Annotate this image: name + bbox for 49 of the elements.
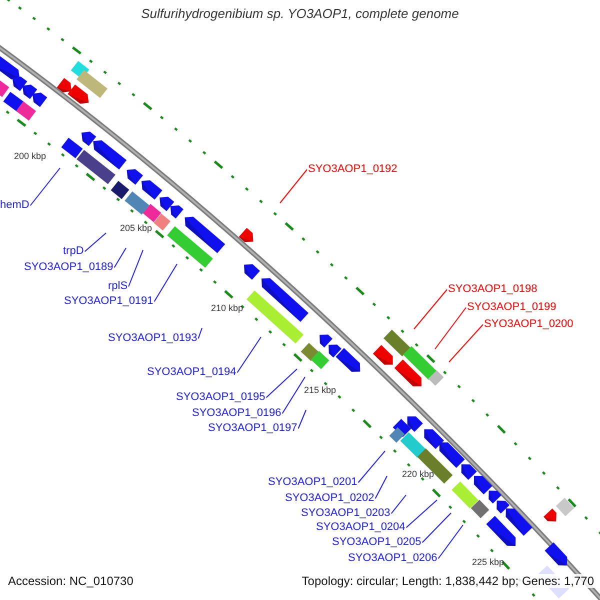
gene-label: trpD bbox=[63, 245, 84, 258]
gene-label: SYO3AOP1_0196 bbox=[192, 407, 282, 420]
gene-label: SYO3AOP1_0198 bbox=[448, 283, 538, 296]
gene-label: SYO3AOP1_0189 bbox=[24, 261, 114, 274]
gene-label: rplS bbox=[108, 280, 128, 293]
leader-line bbox=[434, 307, 466, 350]
accession-note: Accession: NC_010730 bbox=[8, 574, 134, 588]
gene-label: SYO3AOP1_0205 bbox=[332, 536, 422, 549]
leader-line bbox=[358, 450, 386, 483]
leader-line bbox=[374, 476, 388, 499]
gene-label: SYO3AOP1_0195 bbox=[176, 391, 266, 404]
position-label: 225 kbp bbox=[472, 557, 504, 567]
gene-label: SYO3AOP1_0191 bbox=[64, 295, 154, 308]
gene-label: SYO3AOP1_0194 bbox=[147, 366, 236, 379]
gene-label: SYO3AOP1_0199 bbox=[467, 301, 556, 314]
gene-label: SYO3AOP1_0202 bbox=[285, 492, 374, 505]
gene-label: SYO3AOP1_0200 bbox=[484, 318, 574, 331]
leader-line bbox=[298, 410, 306, 429]
genome-summary: Topology: circular; Length: 1,838,442 bp; Genes: 1,770 bbox=[302, 574, 594, 588]
title: Sulfurihydrogenibium sp. YO3AOP1, complete genome bbox=[140, 6, 460, 21]
gene-label: hemD bbox=[0, 199, 30, 212]
gene-label: SYO3AOP1_0206 bbox=[348, 552, 438, 565]
gene-label: SYO3AOP1_0203 bbox=[301, 507, 390, 520]
leader-line bbox=[282, 376, 306, 414]
gene-label: SYO3AOP1_0193 bbox=[108, 332, 198, 345]
leader-line bbox=[236, 336, 262, 373]
leader-line bbox=[422, 512, 452, 543]
gene-label: SYO3AOP1_0192 bbox=[308, 163, 398, 176]
leader-line bbox=[414, 289, 448, 330]
leader-line bbox=[390, 494, 406, 514]
leader-line bbox=[438, 524, 464, 559]
position-label: 205 kbp bbox=[120, 223, 152, 233]
gene-label: SYO3AOP1_0204 bbox=[316, 521, 406, 534]
position-label: 215 kbp bbox=[304, 385, 336, 395]
leader-line bbox=[84, 232, 106, 252]
leader-line bbox=[30, 168, 60, 206]
position-label: 210 kbp bbox=[211, 303, 244, 313]
leader-line bbox=[198, 328, 202, 339]
position-label: 200 kbp bbox=[14, 151, 46, 161]
leader-line bbox=[406, 500, 438, 528]
leader-line bbox=[154, 264, 178, 302]
leader-line bbox=[128, 250, 144, 287]
leader-line bbox=[266, 368, 298, 398]
leader-line bbox=[280, 169, 308, 204]
leader-line bbox=[114, 248, 126, 268]
gene-label: SYO3AOP1_0201 bbox=[268, 476, 358, 489]
leader-line bbox=[448, 324, 484, 362]
position-label: 220 kbp bbox=[402, 469, 434, 479]
gene-label: SYO3AOP1_0197 bbox=[208, 422, 298, 435]
